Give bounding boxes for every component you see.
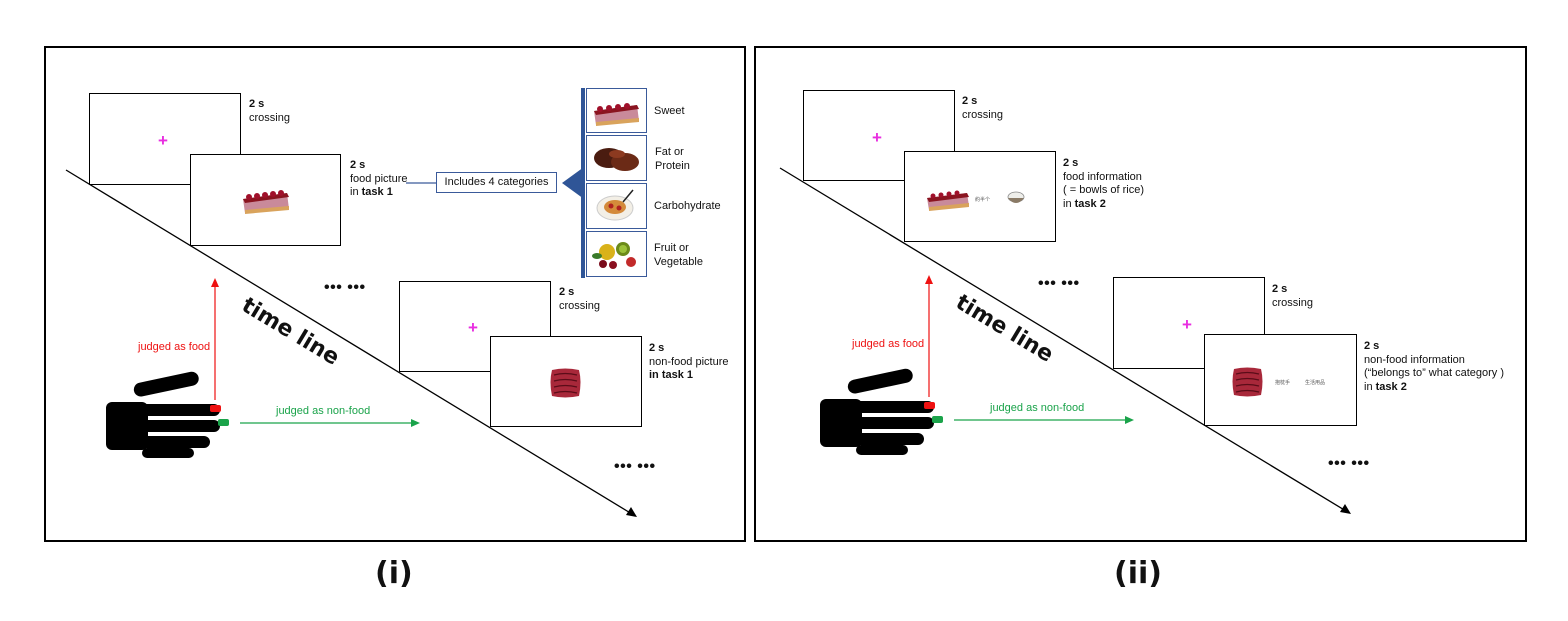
category-sweet-box xyxy=(586,88,647,133)
judged-nonfood-label-i: judged as non-food xyxy=(276,405,371,417)
categories-callout: Includes 4 categories xyxy=(436,172,557,193)
cake-image xyxy=(243,190,289,214)
rice-bowl-image xyxy=(1007,191,1025,203)
cake-image xyxy=(594,103,639,126)
ellipsis-end-i: ••• ••• xyxy=(614,458,656,475)
judged-food-label-ii: judged as food xyxy=(852,338,925,350)
food-picture-frame-i xyxy=(190,154,341,246)
ellipsis-mid-ii: ••• ••• xyxy=(1038,275,1080,292)
meat-image xyxy=(594,148,639,171)
fixation-cross: + xyxy=(1182,315,1192,334)
ellipsis-end-ii: ••• ••• xyxy=(1328,455,1370,472)
category-carbohydrate-box xyxy=(586,183,647,229)
nonfood-picture-frame-i xyxy=(490,336,642,427)
food-info-label-ii: 2 s food information ( = bowls of rice) … xyxy=(1063,157,1144,210)
category-label-carbohydrate: Carbohydrate xyxy=(654,200,721,212)
nonfood-picture-label-i: 2 s non-food picture in task 1 xyxy=(649,342,729,381)
category-fruit-vegetable-box xyxy=(586,231,647,277)
nonfood-info-label-ii: 2 s non-food information (“belongs to” w… xyxy=(1364,340,1505,393)
pillow-image xyxy=(550,368,581,398)
nonfood-info-text-2: 生活用品 xyxy=(1305,380,1326,386)
nonfood-info-frame-ii: 抱枕手 生活用品 xyxy=(1204,334,1357,426)
category-fat-protein-box xyxy=(586,135,647,181)
caption-ii: (ii) xyxy=(1114,556,1162,591)
caption-i: (i) xyxy=(375,556,413,591)
fixation-cross: + xyxy=(468,318,478,337)
ellipsis-mid-i: ••• ••• xyxy=(324,279,366,296)
fixation-cross: + xyxy=(872,128,882,147)
cake-image xyxy=(927,190,969,211)
food-picture-label-i: 2 s food picture in task 1 xyxy=(350,159,408,198)
pillow-image xyxy=(1232,367,1263,397)
fixation-cross: + xyxy=(158,131,168,150)
judged-nonfood-label-ii: judged as non-food xyxy=(990,402,1085,414)
pasta-image xyxy=(596,189,634,221)
food-info-text: 約半个 xyxy=(975,197,991,203)
judged-food-label-i: judged as food xyxy=(138,341,211,353)
food-info-frame-ii: 約半个 xyxy=(904,151,1056,242)
category-label-sweet: Sweet xyxy=(654,105,685,117)
nonfood-info-text-1: 抱枕手 xyxy=(1275,380,1291,386)
fruit-image xyxy=(592,242,636,269)
